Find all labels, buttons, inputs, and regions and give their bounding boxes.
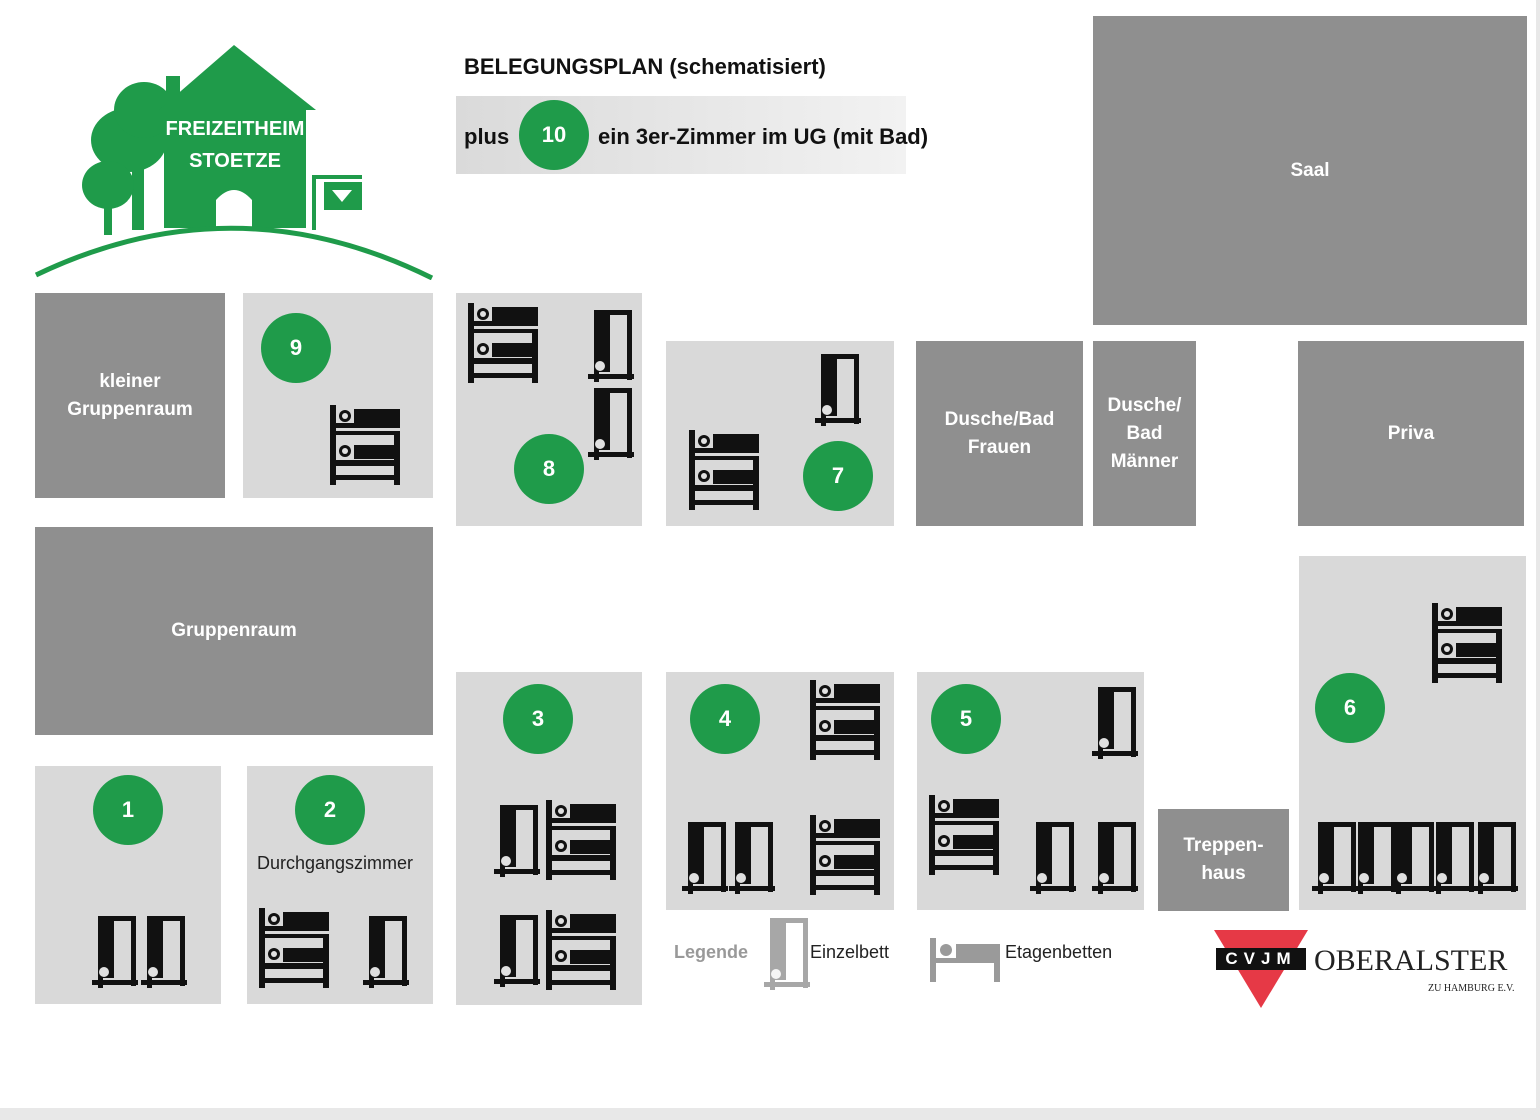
bunk-bed-icon [810, 815, 880, 895]
room-number-9: 9 [261, 313, 331, 383]
room-kleiner-gruppenraum: kleiner Gruppenraum [35, 293, 225, 498]
bunk-bed-icon [689, 430, 759, 510]
room-number-6: 6 [1315, 673, 1385, 743]
single-bed-icon [729, 822, 775, 894]
logo-line2: STOETZE [189, 150, 281, 172]
room-number-10: 10 [519, 100, 589, 170]
room-treppenhaus: Treppen- haus [1158, 809, 1289, 911]
freizeitheim-logo: FREIZEITHEIM STOETZE [34, 40, 434, 280]
oberalster-sub: ZU HAMBURG E.V. [1428, 983, 1515, 994]
bunk-bed-icon [546, 800, 616, 880]
single-bed-icon [494, 915, 540, 987]
cvjm-text: CVJM [1216, 948, 1306, 970]
single-bed-icon [141, 916, 187, 988]
room-dusche-maenner: Dusche/ Bad Männer [1093, 341, 1196, 526]
room-number-3: 3 [503, 684, 573, 754]
plus-prefix: plus [464, 124, 510, 149]
plus-text: ein 3er-Zimmer im UG (mit Bad) [598, 124, 929, 149]
single-bed-icon [1092, 687, 1138, 759]
room-number-2: 2 [295, 775, 365, 845]
cvjm-brand: CVJM OBERALSTER ZU HAMBURG E.V. [1214, 928, 1524, 1010]
logo-line1: FREIZEITHEIM [165, 118, 305, 140]
bunk-bed-icon [930, 938, 1000, 982]
single-bed-icon [1092, 822, 1138, 894]
bunk-bed-icon [259, 908, 329, 988]
single-bed-icon [494, 805, 540, 877]
legend-title: Legende [674, 942, 749, 962]
room-number-7: 7 [803, 441, 873, 511]
room-number-4: 4 [690, 684, 760, 754]
room-number-8: 8 [514, 434, 584, 504]
bunk-bed-icon [810, 680, 880, 760]
single-bed-icon [815, 354, 861, 426]
room-number-1: 1 [93, 775, 163, 845]
room-gruppenraum: Gruppenraum [35, 527, 433, 735]
durchgangszimmer-label: Durchgangszimmer [257, 853, 414, 873]
single-bed-icon [682, 822, 728, 894]
single-bed-icon [1472, 822, 1518, 894]
legend-single-label: Einzelbett [810, 942, 890, 962]
bunk-bed-icon [1432, 603, 1502, 683]
room-privat: Priva [1298, 341, 1524, 526]
single-bed-icon [764, 918, 810, 990]
bunk-bed-icon [546, 910, 616, 990]
bunk-bed-icon [330, 405, 400, 485]
room-saal: Saal [1093, 16, 1527, 325]
legend-bunk-label: Etagenbetten [1005, 942, 1113, 962]
single-bed-icon [588, 310, 634, 382]
room-dusche-frauen: Dusche/Bad Frauen [916, 341, 1083, 526]
single-bed-icon [1430, 822, 1476, 894]
bunk-bed-icon [468, 303, 538, 383]
room-number-5: 5 [931, 684, 1001, 754]
plan-title: BELEGUNGSPLAN (schematisiert) [464, 54, 826, 79]
single-bed-icon [1030, 822, 1076, 894]
single-bed-icon [92, 916, 138, 988]
single-bed-icon [588, 388, 634, 460]
bunk-bed-icon [929, 795, 999, 875]
house-logo-icon [34, 45, 434, 280]
single-bed-icon [363, 916, 409, 988]
oberalster-text: OBERALSTER [1314, 944, 1508, 977]
